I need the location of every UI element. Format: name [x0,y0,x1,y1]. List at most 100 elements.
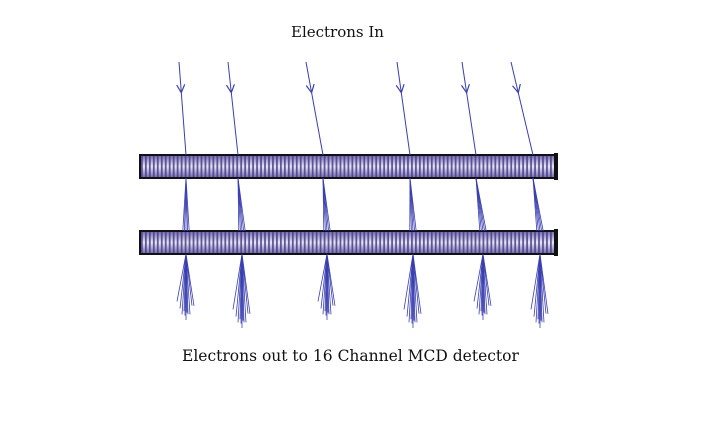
channel-stripe [482,156,485,177]
channel-stripe [391,232,393,253]
channel-stripe [200,232,203,253]
output-electron-trace [185,253,195,306]
channel-stripe [399,232,401,253]
lower-plate [139,229,558,256]
channel-stripe [148,232,151,253]
channel-stripe [276,156,278,177]
channel-stripe [256,232,258,253]
channel-stripe [224,156,227,177]
channel-stripe [482,232,485,253]
channel-stripe [291,232,294,253]
upper-plate-end-cap [554,153,558,180]
channel-stripe [522,232,525,253]
channel-stripe [252,156,254,177]
channel-stripe [407,156,409,177]
channel-stripe [415,232,417,253]
channel-stripe [323,156,326,177]
channel-stripe [315,232,318,253]
channel-stripe [228,232,231,253]
channel-stripe [502,156,505,177]
channel-stripe [152,156,155,177]
channel-stripe [264,232,266,253]
channel-stripe [371,232,374,253]
channel-stripe [319,232,322,253]
channel-stripe [327,156,330,177]
channel-stripe [192,156,195,177]
channel-stripe [458,232,461,253]
channel-stripe [204,232,207,253]
channel-stripe [315,156,318,177]
incoming-electron-trace [510,61,534,156]
channel-stripe [287,156,290,177]
channel-stripe [550,156,552,177]
channel-stripe [347,156,350,177]
channel-stripe [470,156,473,177]
channel-stripe [148,156,151,177]
electron-beams [176,61,549,328]
channel-stripe [303,232,306,253]
channel-stripe [418,232,421,253]
channel-stripe [403,232,405,253]
channel-stripe [506,232,509,253]
incoming-electron-trace [461,61,477,156]
channel-stripe [351,232,354,253]
channel-stripe [268,156,270,177]
channel-stripe [299,156,302,177]
channel-stripe [387,232,389,253]
channel-stripe [403,156,405,177]
channel-stripe [478,156,481,177]
channel-stripe [232,232,235,253]
channel-stripe [462,232,465,253]
lower-plate-end-cap [554,229,558,256]
channel-stripe [208,156,211,177]
channel-stripe [534,156,536,177]
channel-stripe [371,156,374,177]
intermediate-electron-trace [409,177,417,232]
channel-stripe [351,156,354,177]
channel-stripe [498,232,501,253]
channel-stripe [363,156,366,177]
channel-stripe [407,232,409,253]
output-electron-trace [241,253,251,314]
channel-stripe [141,156,143,177]
channel-stripe [172,156,175,177]
channel-stripe [236,156,239,177]
arrow-icon [461,84,470,95]
channel-stripe [530,232,532,253]
arrow-icon [305,83,315,95]
channel-stripe [430,232,433,253]
channel-stripe [383,232,386,253]
channel-stripe [264,156,266,177]
channel-stripe [446,156,449,177]
channel-stripe [379,156,382,177]
output-electron-trace [482,253,492,306]
channel-stripe [367,156,370,177]
channel-stripe [212,232,215,253]
channel-stripe [287,232,290,253]
channel-stripe [474,156,477,177]
electron-beam-4 [395,61,422,328]
channel-stripe [395,156,397,177]
channel-stripe [240,232,243,253]
channel-stripe [156,156,159,177]
channel-stripe [355,156,358,177]
channel-stripe [224,232,227,253]
channel-stripe [339,232,342,253]
channel-stripe [168,156,171,177]
channel-stripe [303,156,306,177]
channel-stripe [442,156,445,177]
channel-stripe [172,232,175,253]
channel-stripe [426,156,429,177]
incoming-electron-trace [305,61,324,156]
channel-stripe [283,156,286,177]
channel-stripe [518,232,521,253]
output-electron-trace [176,253,187,302]
channel-stripe [156,232,159,253]
channel-stripe [347,232,350,253]
electron-beam-3 [305,61,336,320]
channel-stripe [538,232,540,253]
channel-stripe [220,232,223,253]
channel-stripe [462,156,465,177]
arrow-icon [225,84,235,95]
channel-stripe [244,156,247,177]
